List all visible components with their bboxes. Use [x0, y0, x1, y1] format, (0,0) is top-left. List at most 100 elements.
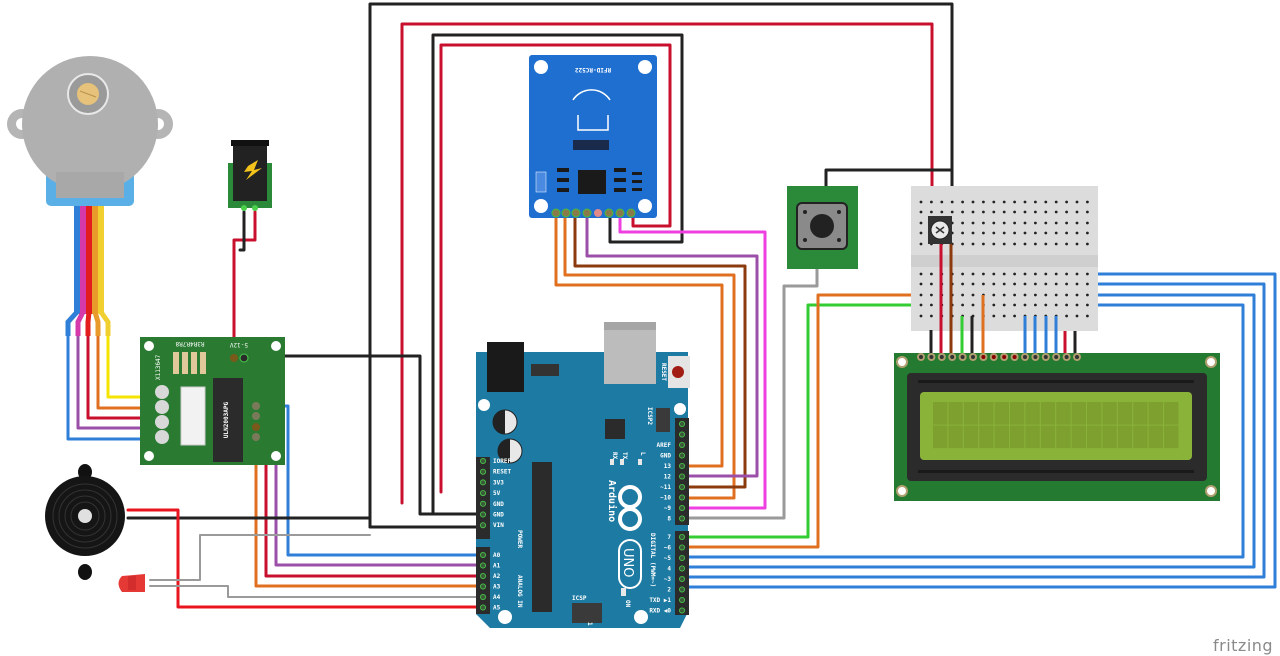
breadboard-hole[interactable] [1054, 272, 1058, 276]
breadboard-hole[interactable] [1044, 231, 1048, 235]
header-pin[interactable] [679, 565, 686, 572]
breadboard-hole[interactable] [1013, 272, 1016, 276]
header-pin[interactable] [479, 522, 486, 529]
breadboard-hole[interactable] [1065, 293, 1068, 297]
breadboard-hole[interactable] [961, 282, 964, 286]
breadboard-hole[interactable] [1044, 221, 1048, 225]
wire-black-button[interactable] [824, 168, 954, 192]
breadboard-hole[interactable] [1013, 210, 1016, 214]
header-pin[interactable] [679, 597, 686, 604]
breadboard-hole[interactable] [1034, 282, 1037, 286]
breadboard-hole[interactable] [1086, 242, 1089, 246]
breadboard-hole[interactable] [919, 314, 923, 318]
breadboard-hole[interactable] [1086, 210, 1089, 214]
breadboard-hole[interactable] [982, 221, 985, 225]
breadboard-hole[interactable] [1013, 303, 1016, 307]
wire-gray-button-pin8[interactable] [676, 266, 819, 520]
breadboard-hole[interactable] [1075, 272, 1079, 276]
breadboard-hole[interactable] [919, 282, 923, 286]
header-pin[interactable] [679, 420, 686, 427]
breadboard-hole[interactable] [1086, 200, 1089, 204]
breadboard-hole[interactable] [971, 303, 975, 307]
breadboard-hole[interactable] [1023, 242, 1027, 246]
breadboard-hole[interactable] [961, 293, 964, 297]
breadboard-hole[interactable] [992, 314, 996, 318]
header-pin[interactable] [479, 552, 486, 559]
breadboard-hole[interactable] [1034, 293, 1037, 297]
header-pin[interactable] [679, 515, 686, 522]
breadboard-hole[interactable] [1034, 231, 1037, 235]
breadboard-hole[interactable] [1013, 242, 1016, 246]
breadboard-hole[interactable] [1054, 210, 1058, 214]
header-pin[interactable] [679, 544, 686, 551]
breadboard-hole[interactable] [971, 242, 975, 246]
breadboard-hole[interactable] [961, 221, 964, 225]
breadboard-hole[interactable] [971, 272, 975, 276]
breadboard-hole[interactable] [961, 231, 964, 235]
header-pin[interactable] [479, 479, 486, 486]
potentiometer[interactable] [928, 216, 952, 244]
breadboard-hole[interactable] [930, 303, 933, 307]
wire-black-jack-driver[interactable] [238, 210, 246, 252]
breadboard-hole[interactable] [1013, 231, 1016, 235]
breadboard-hole[interactable] [950, 200, 954, 204]
breadboard-hole[interactable] [992, 210, 996, 214]
header-pin[interactable] [679, 555, 686, 562]
header-pin[interactable] [679, 576, 686, 583]
breadboard-hole[interactable] [961, 242, 964, 246]
breadboard-hole[interactable] [982, 282, 985, 286]
breadboard-hole[interactable] [919, 231, 923, 235]
breadboard-hole[interactable] [1086, 272, 1089, 276]
breadboard-hole[interactable] [1023, 200, 1027, 204]
breadboard-hole[interactable] [930, 272, 933, 276]
header-pin[interactable] [679, 473, 686, 480]
breadboard-hole[interactable] [961, 303, 964, 307]
breadboard-hole[interactable] [1086, 221, 1089, 225]
header-pin[interactable] [679, 431, 686, 438]
breadboard-hole[interactable] [950, 210, 954, 214]
breadboard-hole[interactable] [919, 200, 923, 204]
breadboard-hole[interactable] [992, 200, 996, 204]
wire-gray-led-a4[interactable] [149, 534, 371, 581]
header-pin[interactable] [679, 607, 686, 614]
header-pin[interactable] [679, 504, 686, 511]
breadboard-hole[interactable] [1002, 282, 1006, 286]
breadboard-hole[interactable] [1013, 200, 1016, 204]
header-pin[interactable] [479, 604, 486, 611]
breadboard-hole[interactable] [1065, 242, 1068, 246]
breadboard-hole[interactable] [961, 210, 964, 214]
breadboard-hole[interactable] [992, 282, 996, 286]
breadboard-hole[interactable] [1054, 221, 1058, 225]
breadboard-hole[interactable] [992, 242, 996, 246]
wire-blue-lcd-d7[interactable] [676, 272, 1277, 589]
breadboard-hole[interactable] [1075, 282, 1079, 286]
wire-blue-lcd-d6[interactable] [676, 282, 1266, 579]
wire-orange-rfid-sck[interactable] [554, 212, 724, 468]
breadboard-hole[interactable] [1054, 231, 1058, 235]
breadboard-hole[interactable] [1075, 210, 1079, 214]
breadboard-hole[interactable] [930, 200, 933, 204]
header-pin[interactable] [679, 534, 686, 541]
breadboard-hole[interactable] [961, 200, 964, 204]
breadboard-hole[interactable] [1065, 272, 1068, 276]
breadboard-hole[interactable] [1013, 314, 1016, 318]
breadboard-hole[interactable] [1054, 303, 1058, 307]
wire-green-lcd-rs[interactable] [676, 303, 957, 539]
header-pin[interactable] [479, 500, 486, 507]
header-pin[interactable] [679, 441, 686, 448]
breadboard-hole[interactable] [1044, 282, 1048, 286]
wire-red-rfid-3v3[interactable] [439, 43, 672, 494]
breadboard-hole[interactable] [982, 242, 985, 246]
breadboard-hole[interactable] [1023, 272, 1027, 276]
breadboard-hole[interactable] [1044, 293, 1048, 297]
header-pin[interactable] [679, 586, 686, 593]
breadboard-hole[interactable] [971, 293, 975, 297]
breadboard-hole[interactable] [1002, 200, 1006, 204]
header-pin[interactable] [679, 452, 686, 459]
header-pin[interactable] [679, 483, 686, 490]
header-pin[interactable] [479, 583, 486, 590]
breadboard-hole[interactable] [1075, 314, 1079, 318]
header-pin[interactable] [479, 511, 486, 518]
breadboard-hole[interactable] [971, 221, 975, 225]
breadboard-hole[interactable] [1065, 200, 1068, 204]
